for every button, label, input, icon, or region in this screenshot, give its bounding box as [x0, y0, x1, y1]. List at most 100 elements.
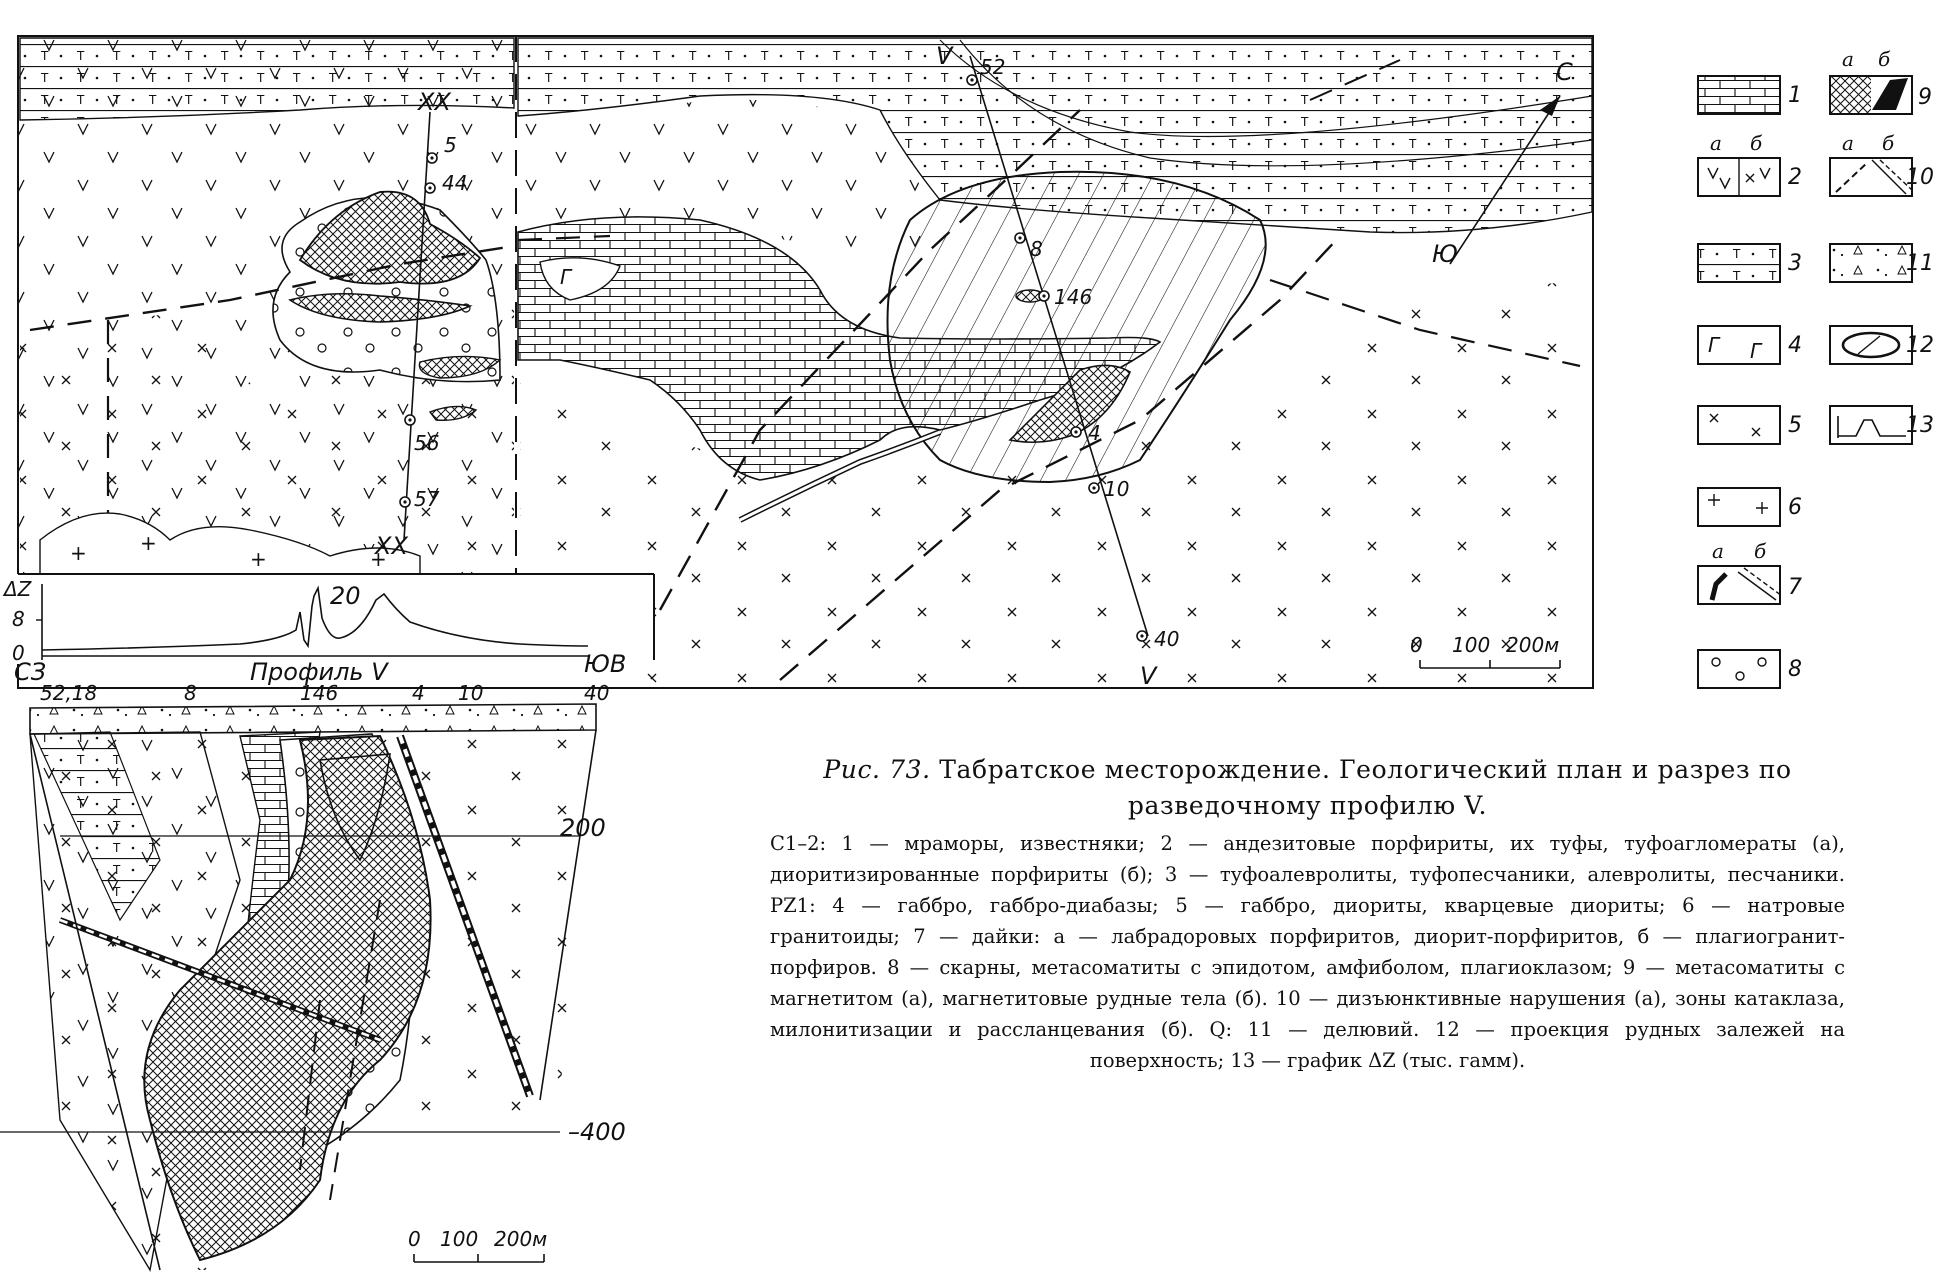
- depth-label-400: –400: [568, 1118, 626, 1146]
- profile-v-top-label: V: [936, 42, 954, 70]
- section-left-end: СЗ: [14, 658, 46, 686]
- figure-caption: Рис. 73. Табратское месторождение. Геоло…: [770, 752, 1845, 1076]
- legend-num-8: 8: [1788, 657, 1802, 682]
- section-outline: [29, 729, 597, 1271]
- granitoid-symbol: +: [70, 541, 87, 565]
- granitoid-symbol: +: [140, 531, 157, 555]
- well-57-label: 57: [414, 487, 440, 511]
- well-56-label: 56: [414, 431, 439, 455]
- well-10-label: 10: [1104, 477, 1129, 501]
- fault-line: [658, 109, 1081, 611]
- gabbro-symbol: Г: [560, 265, 573, 289]
- well-52-label: 52: [980, 55, 1005, 79]
- caption-title: Рис. 73. Табратское месторождение. Геоло…: [770, 752, 1845, 824]
- north-arrow: С Ю: [1432, 58, 1573, 268]
- legend-num-9: 9: [1918, 85, 1932, 110]
- granitoid-body: [39, 512, 421, 576]
- legend-num-7: 7: [1788, 575, 1802, 600]
- fault-line: [517, 234, 611, 242]
- tuff-belt-west: [19, 37, 515, 121]
- fault-line: [1309, 59, 1401, 101]
- north-label: С: [1556, 58, 1573, 86]
- cross-section: 200 –400 52,18 8 146 4 10 40 0 100 200м: [0, 681, 626, 1272]
- profile-line-v: [969, 55, 1149, 637]
- legend-swatch-1: [1697, 75, 1781, 115]
- legend-4-symbol: Г: [1750, 339, 1763, 363]
- legend-swatch-8: [1697, 649, 1781, 689]
- ore-body-west-3: [418, 355, 502, 379]
- legend-swatch-11: [1829, 243, 1913, 283]
- legend-num-10: 10: [1906, 165, 1934, 190]
- legend-7-b: б: [1754, 539, 1767, 563]
- caption-legend-text: C1–2: 1 — мраморы, известняки; 2 — андез…: [770, 832, 1845, 1072]
- ore-body-west-4: [428, 405, 478, 421]
- ore-body-section-top: [319, 753, 391, 862]
- section-right-end: ЮВ: [584, 650, 626, 678]
- section-well-40: 40: [584, 681, 609, 705]
- section-well-10: 10: [458, 681, 483, 705]
- well-52: 52: [966, 55, 1005, 86]
- section-scale-200: 200м: [494, 1227, 547, 1251]
- caption-fig-label: Рис. 73.: [823, 755, 931, 784]
- granitoid-symbol: +: [250, 547, 267, 571]
- tuff-belt-east-inner: [939, 39, 1593, 138]
- well-57: 57: [399, 487, 440, 511]
- legend-10-b: б: [1882, 131, 1895, 155]
- section-well-8: 8: [184, 681, 197, 705]
- legend-num-13: 13: [1906, 413, 1934, 438]
- legend-num-6: 6: [1788, 495, 1802, 520]
- profile-v-bottom-label: V: [1140, 662, 1158, 690]
- diorite-field-east: [520, 280, 1590, 686]
- legend-9-b: б: [1878, 47, 1891, 71]
- map-scale-100: 100: [1452, 633, 1490, 657]
- well-8-label: 8: [1030, 237, 1043, 261]
- map-scale-200: 200м: [1506, 633, 1559, 657]
- well-8: 8: [1014, 232, 1043, 261]
- deluvium-layer: [29, 703, 597, 735]
- tuff-band: [33, 731, 161, 922]
- legend-num-2: 2: [1788, 165, 1802, 190]
- delta-z-graph: ΔZ 8 0 20 Профиль V СЗ ЮВ: [0, 573, 655, 686]
- legend-9-a: а: [1842, 47, 1854, 71]
- ore-body-west-2: [288, 292, 473, 323]
- tuff-belt-east-inner-2: [959, 39, 1593, 167]
- well-40-label: 40: [1154, 627, 1179, 651]
- legend-num-4: 4: [1788, 333, 1802, 358]
- well-146: 146: [1015, 285, 1092, 309]
- legend-num-11: 11: [1906, 251, 1934, 276]
- section-fault: [329, 899, 381, 1201]
- legend-num-3: 3: [1788, 251, 1802, 276]
- legend-7-a: а: [1712, 539, 1724, 563]
- graph-curve: [41, 585, 589, 651]
- well-4-label: 4: [1088, 421, 1101, 445]
- section-well-52-18: 52,18: [40, 681, 97, 705]
- graph-tick-8: 8: [12, 607, 25, 631]
- section-scale-100: 100: [440, 1227, 478, 1251]
- well-10: 10: [1088, 477, 1129, 501]
- granitoid-symbol: +: [370, 547, 387, 571]
- fault-line: [1269, 278, 1581, 368]
- well-40: 40: [1136, 627, 1179, 651]
- section-well-4: 4: [412, 681, 425, 705]
- well-44-label: 44: [442, 171, 467, 195]
- graph-ylabel: ΔZ: [2, 577, 33, 601]
- dyke-section-inner: [59, 918, 381, 1042]
- legend-4-symbol: Г: [1708, 333, 1721, 357]
- legend-2-a: а: [1710, 131, 1722, 155]
- legend-swatch-10: [1829, 157, 1913, 197]
- xx-bottom-label: XX: [373, 532, 408, 560]
- legend-2-b: б: [1750, 131, 1763, 155]
- legend-swatch-3: [1697, 243, 1781, 283]
- section-scale-bar: 0 100 200м: [408, 1227, 547, 1263]
- well-56: 56: [404, 414, 439, 455]
- well-44: 44: [424, 171, 467, 195]
- depth-label-200: 200: [560, 814, 606, 842]
- legend-num-5: 5: [1788, 413, 1802, 438]
- ore-body-section: [143, 734, 432, 1262]
- south-label: Ю: [1432, 240, 1458, 268]
- section-fault: [299, 999, 321, 1171]
- legend: 1 а б 2 3 Г Г 4 5 6 а б 7: [1697, 47, 1934, 689]
- legend-num-1: 1: [1788, 83, 1802, 108]
- graph-peak-label: 20: [330, 582, 361, 610]
